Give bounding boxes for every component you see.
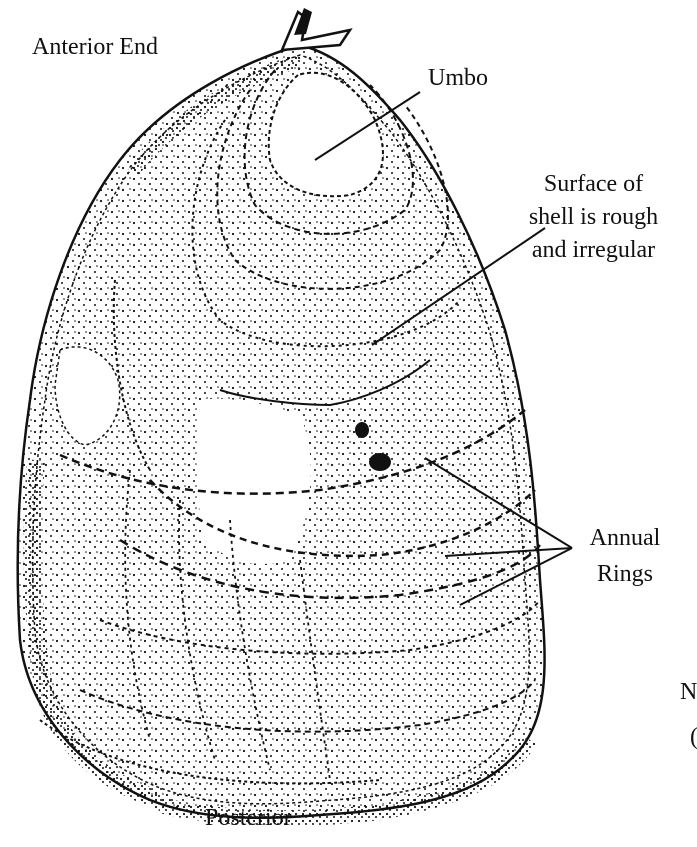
center-field	[197, 399, 311, 564]
dark-spot	[369, 453, 391, 471]
annual-rings-line-1: Annual	[570, 520, 680, 556]
surface-label-line-1: Surface of	[490, 168, 697, 201]
hinge-tip	[282, 12, 350, 50]
surface-label: Surface of shell is rough and irregular	[490, 168, 697, 267]
anterior-end-label: Anterior End	[32, 32, 158, 62]
posterior-label: Posterior	[205, 803, 292, 833]
cut-off-text-1: N	[680, 677, 697, 707]
dark-spot	[355, 422, 369, 438]
annual-rings-label: Annual Rings	[570, 520, 680, 592]
cut-off-text-2: (	[690, 722, 697, 752]
umbo-label: Umbo	[428, 63, 488, 93]
annual-rings-line-2: Rings	[570, 556, 680, 592]
surface-label-line-2: shell is rough	[490, 201, 697, 234]
surface-label-line-3: and irregular	[490, 234, 697, 267]
